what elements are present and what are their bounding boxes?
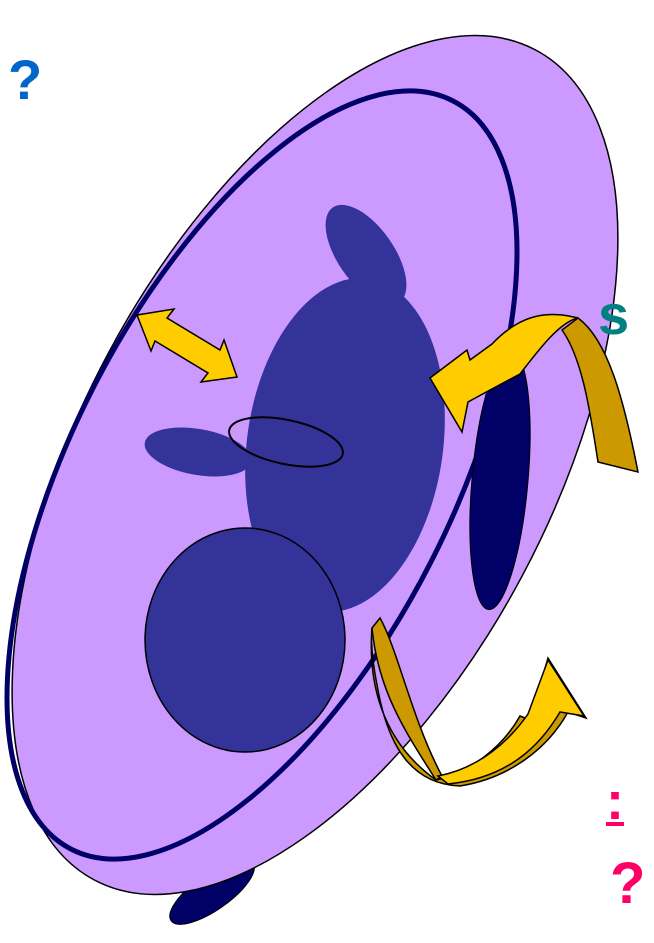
colon-label: : (606, 774, 624, 828)
question-mark-top: ? (8, 52, 42, 108)
lower-circle-shape (145, 528, 345, 752)
letter-s-label: s (598, 287, 629, 343)
question-mark-bottom: ? (610, 855, 645, 913)
